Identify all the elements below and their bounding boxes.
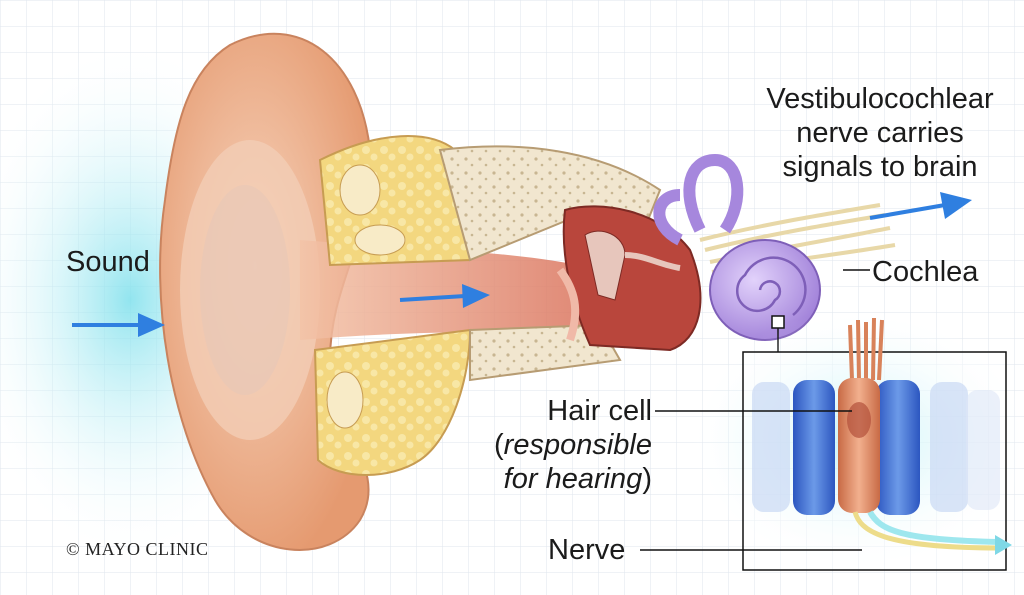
for-hearing-text: for hearing bbox=[503, 463, 643, 495]
vestibulocochlear-label: Vestibulocochlear nerve carries signals … bbox=[735, 82, 1024, 184]
temporal-bone-upper bbox=[318, 135, 662, 267]
vestibulocochlear-line-3: signals to brain bbox=[782, 151, 978, 183]
hair-cell-label: Hair cell (responsible for hearing) bbox=[470, 394, 652, 496]
sound-label: Sound bbox=[66, 246, 150, 278]
middle-ear bbox=[556, 205, 702, 352]
sound-arrow bbox=[72, 313, 165, 337]
hair-cell-line-2: (responsible bbox=[470, 428, 652, 462]
cochlea bbox=[709, 239, 821, 341]
hair-cell-inset bbox=[742, 317, 1012, 571]
eardrum bbox=[556, 267, 580, 342]
cochlea-label: Cochlea bbox=[872, 256, 979, 288]
ear-canal bbox=[300, 240, 600, 340]
temporal-bone-lower bbox=[313, 323, 622, 476]
responsible-text: responsible bbox=[503, 429, 652, 461]
vestibulocochlear-nerve bbox=[699, 203, 896, 274]
brain-arrow bbox=[869, 192, 972, 220]
canal-arrow bbox=[399, 284, 490, 308]
vestibulocochlear-line-1: Vestibulocochlear bbox=[766, 83, 994, 115]
hair-cell-line-3: for hearing) bbox=[470, 462, 652, 496]
nerve-fiber bbox=[852, 511, 1001, 551]
semicircular-canals bbox=[653, 153, 744, 246]
vestibulocochlear-line-2: nerve carries bbox=[796, 117, 964, 149]
nerve-arrow bbox=[995, 535, 1012, 555]
copyright-credit: © MAYO CLINIC bbox=[66, 539, 209, 559]
nerve-label: Nerve bbox=[548, 534, 626, 566]
open-paren: ( bbox=[494, 429, 504, 461]
hair-cell-line-1: Hair cell bbox=[547, 395, 652, 427]
close-paren: ) bbox=[642, 463, 652, 495]
